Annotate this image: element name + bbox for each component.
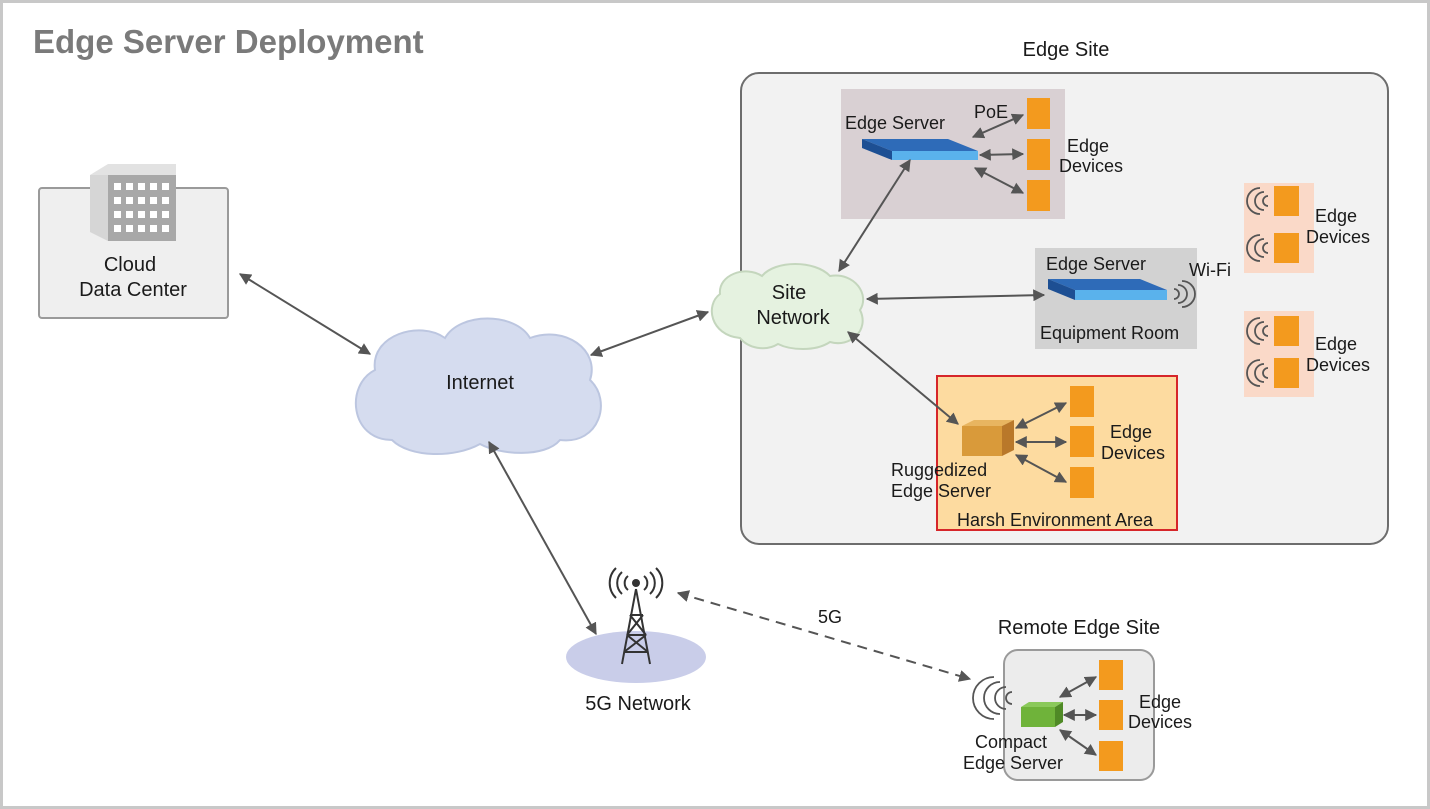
cloud-data-center: Cloud Data Center bbox=[38, 164, 229, 319]
wifi-devices-bottom-label-line1: Edge bbox=[1315, 334, 1357, 354]
wifi-devices-top-label-line1: Edge bbox=[1315, 206, 1357, 226]
rugged-server-label-line1: Ruggedized bbox=[891, 460, 987, 480]
link-arrow bbox=[238, 273, 372, 355]
wifi-devices-top: Edge Devices bbox=[1244, 183, 1370, 273]
equipment-server-label: Edge Server bbox=[1046, 254, 1146, 274]
equipment-room: Edge Server Equipment Room bbox=[1035, 248, 1197, 349]
wifi-signal-icon bbox=[1246, 359, 1269, 387]
wifi-label: Wi-Fi bbox=[1189, 260, 1231, 280]
remote-devices-label-line2: Devices bbox=[1128, 712, 1192, 732]
rugged-server-label-line2: Edge Server bbox=[891, 481, 991, 501]
poe-devices-label-line2: Devices bbox=[1059, 156, 1123, 176]
link-arrow bbox=[973, 167, 1025, 194]
harsh-environment-area: Edge Devices Ruggedized Edge Server Hars… bbox=[891, 375, 1178, 531]
harsh-devices-label-line1: Edge bbox=[1110, 422, 1152, 442]
edge-site-title: Edge Site bbox=[1023, 39, 1110, 61]
edge-device-icon bbox=[1099, 660, 1123, 690]
edge-device-icon bbox=[1099, 741, 1123, 771]
wifi-signal-icon bbox=[1246, 317, 1269, 345]
rack-server-icon bbox=[1048, 279, 1167, 300]
edge-device-icon bbox=[1070, 467, 1094, 498]
equipment-room-label: Equipment Room bbox=[1040, 323, 1179, 343]
link-arrow bbox=[1014, 402, 1068, 429]
edge-device-icon bbox=[1274, 316, 1299, 346]
5g-network-label: 5G Network bbox=[585, 693, 692, 715]
remote-edge-site: Remote Edge Site Edge Devices Compact Ed… bbox=[963, 617, 1192, 781]
site-network-cloud: Site Network bbox=[710, 263, 865, 350]
link-arrow bbox=[838, 158, 911, 273]
link-arrow bbox=[978, 148, 1025, 161]
link-arrow bbox=[1014, 454, 1068, 483]
edge-device-icon bbox=[1027, 180, 1050, 211]
rack-server-icon bbox=[862, 139, 978, 160]
antenna-dot bbox=[632, 579, 640, 587]
edge-device-icon bbox=[1070, 426, 1094, 457]
edge-device-icon bbox=[1274, 358, 1299, 388]
link-arrow bbox=[847, 331, 959, 425]
ruggedized-server-icon bbox=[962, 420, 1014, 456]
wifi-devices-bottom: Edge Devices bbox=[1244, 311, 1370, 397]
remote-site-title: Remote Edge Site bbox=[998, 617, 1160, 639]
internet-label: Internet bbox=[446, 372, 514, 394]
wifi-devices-bottom-label-line2: Devices bbox=[1306, 355, 1370, 375]
poe-label: PoE bbox=[974, 102, 1008, 122]
poe-server-label: Edge Server bbox=[845, 113, 945, 133]
link-arrow bbox=[1059, 729, 1097, 756]
remote-devices-label-line1: Edge bbox=[1139, 692, 1181, 712]
harsh-area-label: Harsh Environment Area bbox=[957, 510, 1154, 530]
link-arrow bbox=[865, 289, 1046, 305]
cloud-dc-label-line2: Data Center bbox=[79, 279, 187, 301]
link-arrow bbox=[971, 113, 1025, 139]
edge-device-icon bbox=[1027, 98, 1050, 129]
edge-device-icon bbox=[1274, 186, 1299, 216]
compact-server-icon bbox=[1021, 702, 1063, 727]
site-network-label-line2: Network bbox=[756, 307, 830, 329]
poe-devices-label-line1: Edge bbox=[1067, 136, 1109, 156]
link-arrow bbox=[589, 310, 710, 357]
5g-link-arrow bbox=[676, 590, 972, 682]
edge-device-icon bbox=[1027, 139, 1050, 170]
5g-network-ellipse bbox=[566, 631, 706, 683]
site-network-label-line1: Site bbox=[772, 282, 806, 304]
link-arrow bbox=[1058, 676, 1098, 698]
5g-link-label: 5G bbox=[818, 607, 842, 627]
edge-device-icon bbox=[1274, 233, 1299, 263]
wifi-signal-icon bbox=[1246, 187, 1269, 215]
wifi-devices-top-label-line2: Devices bbox=[1306, 227, 1370, 247]
edge-device-icon bbox=[1099, 700, 1123, 730]
wifi-signal-icon bbox=[1173, 280, 1196, 308]
compact-server-label-line2: Edge Server bbox=[963, 753, 1063, 773]
cloud-dc-label-line1: Cloud bbox=[104, 254, 156, 276]
internet-cloud: Internet bbox=[354, 317, 602, 455]
cell-tower-icon bbox=[608, 567, 664, 665]
wifi-signal-icon bbox=[972, 676, 1013, 720]
harsh-devices-label-line2: Devices bbox=[1101, 443, 1165, 463]
compact-server-label-line1: Compact bbox=[975, 732, 1047, 752]
building-icon bbox=[90, 164, 176, 241]
5g-network: 5G Network bbox=[566, 567, 706, 715]
wifi-signal-icon bbox=[1246, 234, 1269, 262]
diagram-title: Edge Server Deployment bbox=[33, 23, 424, 60]
edge-device-icon bbox=[1070, 386, 1094, 417]
link-arrow bbox=[488, 440, 597, 636]
